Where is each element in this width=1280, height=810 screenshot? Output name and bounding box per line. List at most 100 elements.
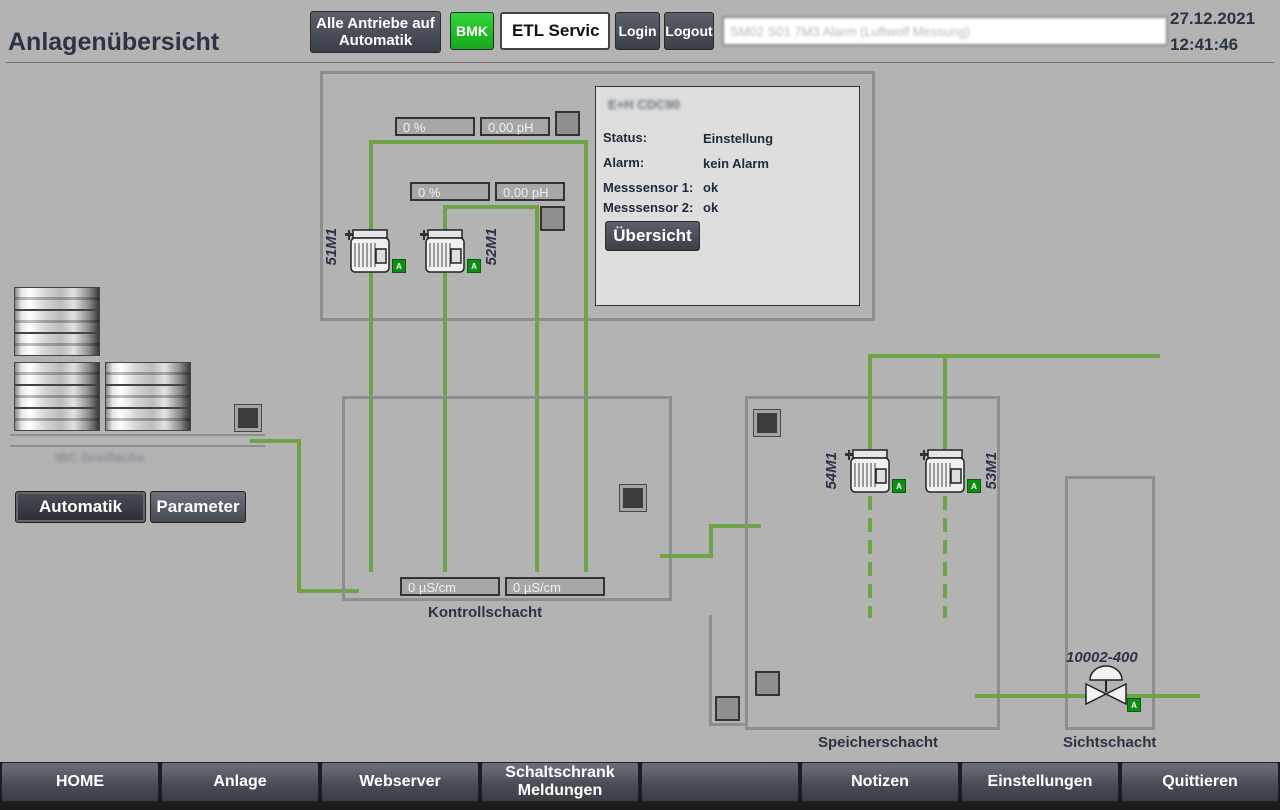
pipe-dash [868, 584, 872, 598]
overview-button[interactable]: Übersicht [605, 221, 700, 251]
valve-icon[interactable] [1083, 664, 1129, 706]
pipe [535, 205, 539, 572]
all-drives-auto-button[interactable]: Alle Antriebe auf Automatik [310, 11, 441, 53]
status-square[interactable] [753, 409, 781, 437]
ibc-drum [105, 385, 191, 408]
pipe [369, 140, 373, 572]
nav-notizen-button[interactable]: Notizen [801, 762, 959, 802]
conductivity-field-2: 0 µS/cm [505, 577, 605, 596]
pipe-dash [868, 496, 872, 510]
automatic-button[interactable]: Automatik [15, 491, 146, 523]
etl-service-button[interactable]: ETL Servic [500, 12, 610, 50]
auto-badge: A [392, 259, 406, 273]
ibc-drum [14, 362, 100, 385]
pipe-dash [943, 540, 947, 554]
sensor1-value: ok [703, 180, 719, 195]
auto-badge: A [467, 259, 481, 273]
status-square[interactable] [555, 111, 580, 136]
status-square[interactable] [540, 206, 565, 231]
pipe [584, 140, 588, 572]
valve-label: 10002-400 [1066, 649, 1138, 666]
speicherschacht-frame [745, 396, 1000, 730]
ph-field-2: 0,00 pH [495, 182, 565, 201]
pipe [943, 354, 947, 450]
conductivity-field-1: 0 µS/cm [400, 577, 500, 596]
pipe [660, 554, 713, 558]
nav-home-button[interactable]: HOME [1, 762, 159, 802]
pipe-dash [943, 518, 947, 532]
ibc-drum [14, 310, 100, 333]
percent-field-2: 0 % [410, 182, 490, 201]
motor-label: 54M1 [823, 452, 840, 490]
pipe [868, 354, 872, 450]
bmk-button[interactable]: BMK [450, 12, 494, 50]
motor-label: 51M1 [323, 228, 340, 266]
pipe [443, 205, 539, 209]
pipe [250, 439, 300, 443]
speicherschacht-label: Speicherschacht [818, 734, 939, 751]
pipe [297, 589, 359, 593]
status-square[interactable] [755, 671, 780, 696]
motor-label: 52M1 [483, 228, 500, 266]
alarm-message-field[interactable]: SM02 S01 7M3 Alarm (Luftwolf Messung) [722, 16, 1168, 46]
nav-schaltschrank-button[interactable]: Schaltschrank Meldungen [481, 762, 639, 802]
dosing-unit-frame [320, 71, 875, 321]
pipe-dash [943, 496, 947, 510]
pipe [297, 439, 301, 593]
header-divider [6, 62, 1274, 63]
info-panel: E+H CDC90 Status: Einstellung Alarm: kei… [595, 86, 860, 306]
pipe [443, 205, 447, 572]
pipe-dash [943, 562, 947, 576]
pipe-dash [943, 584, 947, 598]
pipe [868, 354, 1160, 358]
pipe-dash [868, 540, 872, 554]
percent-field-1: 0 % [395, 117, 475, 136]
pipe [709, 524, 713, 558]
nav-anlage-button[interactable]: Anlage [161, 762, 319, 802]
alarm-key: Alarm: [603, 155, 645, 170]
alarm-value: kein Alarm [703, 156, 769, 171]
status-key: Status: [603, 130, 648, 145]
status-value: Einstellung [703, 131, 774, 146]
motor-icon[interactable] [843, 447, 891, 495]
sichtschacht-frame [1065, 476, 1155, 730]
auto-badge: A [892, 479, 906, 493]
ibc-drum [105, 362, 191, 385]
auto-badge: A [967, 479, 981, 493]
ibc-drum [14, 408, 100, 431]
sensor2-key: Messsensor 2: [603, 200, 694, 215]
storage-label: IBC Greifläche [55, 450, 145, 465]
motor-label: 53M1 [983, 452, 1000, 490]
status-square[interactable] [234, 404, 262, 432]
auto-badge: A [1127, 698, 1141, 712]
pipe [975, 694, 1087, 698]
sensor1-key: Messsensor 1: [603, 180, 694, 195]
motor-icon[interactable] [343, 227, 391, 275]
ibc-drum [14, 287, 100, 310]
pipe-dash [868, 518, 872, 532]
page-title: Anlagenübersicht [8, 28, 220, 56]
pipe [369, 140, 587, 144]
nav-webserver-button[interactable]: Webserver [321, 762, 479, 802]
kontrollschacht-label: Kontrollschacht [428, 604, 543, 621]
logout-button[interactable]: Logout [664, 12, 714, 50]
sensor2-value: ok [703, 200, 719, 215]
pipe-dash [868, 562, 872, 576]
motor-icon[interactable] [418, 227, 466, 275]
sichtschacht-label: Sichtschacht [1063, 734, 1157, 751]
login-button[interactable]: Login [615, 12, 660, 50]
nav-empty-button[interactable] [641, 762, 799, 802]
ibc-drum [14, 333, 100, 356]
status-square[interactable] [715, 696, 740, 721]
pipe [1122, 694, 1200, 698]
pipe-dash [943, 606, 947, 618]
nav-quittieren-button[interactable]: Quittieren [1121, 762, 1279, 802]
motor-icon[interactable] [918, 447, 966, 495]
kontrollschacht-frame [342, 396, 672, 601]
status-square[interactable] [619, 484, 647, 512]
nav-einstellungen-button[interactable]: Einstellungen [961, 762, 1119, 802]
parameter-button[interactable]: Parameter [150, 491, 246, 523]
pipe-dash [868, 606, 872, 618]
ph-field-1: 0,00 pH [480, 117, 550, 136]
ibc-drum [14, 385, 100, 408]
